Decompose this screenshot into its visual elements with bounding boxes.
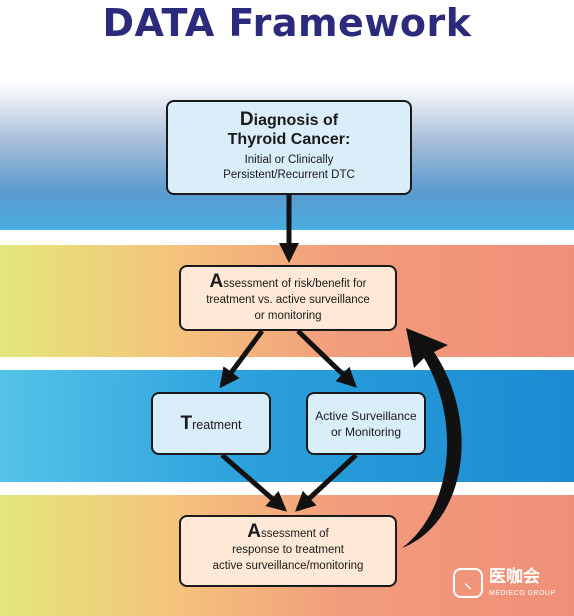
node-treatment: Treatment: [151, 392, 271, 455]
node-diagnosis: Diagnosis of Thyroid Cancer: Initial or …: [166, 100, 412, 195]
arrow-treatment-to-response: [220, 453, 288, 512]
node-assessment-response: Assessment of response to treatment acti…: [179, 515, 397, 587]
node-assess-risk-line3: or monitoring: [254, 310, 322, 322]
node-treatment-initial: T: [180, 412, 193, 434]
watermark-sub: MEDIECO GROUP: [489, 590, 556, 597]
arrow-surveillance-to-response: [295, 453, 358, 512]
node-diagnosis-heading-line2: Thyroid Cancer:: [227, 131, 351, 148]
node-diagnosis-heading: iagnosis of: [253, 112, 339, 129]
node-assess-response-line3: active surveillance/monitoring: [212, 560, 364, 572]
node-diagnosis-sub1: Initial or Clinically: [244, 154, 334, 166]
diagram-title: DATA Framework: [102, 1, 472, 45]
node-assess-response-initial: A: [247, 521, 261, 542]
node-surveillance-line2: or Monitoring: [330, 424, 401, 439]
arrow-assessment-to-surveillance: [296, 329, 357, 388]
arrow-assessment-to-treatment: [219, 329, 265, 389]
node-diagnosis-sub2: Persistent/Recurrent DTC: [223, 169, 355, 181]
node-active-surveillance: Active Surveillance or Monitoring: [306, 392, 426, 455]
node-assess-risk-initial: A: [209, 271, 224, 292]
watermark-logo: ⸜ 医咖会 MEDIECO GROUP: [453, 566, 565, 606]
node-assess-response-line2: response to treatment: [232, 544, 344, 556]
feedback-arrow: [402, 328, 462, 548]
node-surveillance-line1: Active Surveillance: [315, 408, 417, 423]
logo-mark-icon: ⸜: [453, 568, 483, 598]
node-assess-risk-line1: ssessment of risk/benefit for: [223, 278, 367, 290]
watermark-name: 医咖会: [489, 567, 540, 587]
node-diagnosis-initial: D: [239, 109, 254, 130]
node-assessment-risk-benefit: Assessment of risk/benefit for treatment…: [179, 265, 397, 331]
node-treatment-label: reatment: [192, 417, 242, 432]
node-assess-risk-line2: treatment vs. active surveillance: [206, 294, 370, 306]
background-band-options: [0, 370, 574, 482]
node-assess-response-line1: ssessment of: [260, 528, 329, 540]
